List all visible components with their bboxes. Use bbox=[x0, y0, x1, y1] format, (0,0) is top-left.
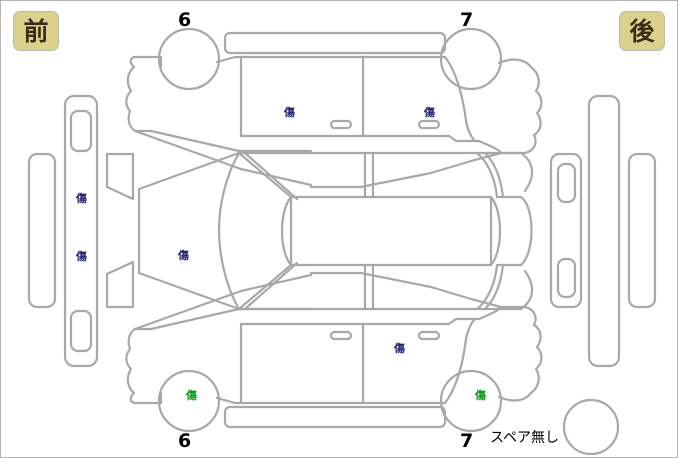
damage-mark-hood: 傷 bbox=[178, 249, 189, 262]
wheel-front-left bbox=[157, 27, 221, 91]
upper-rear-profile bbox=[497, 58, 543, 155]
front-bumper-outline bbox=[27, 152, 57, 309]
front-fender-lower bbox=[105, 260, 135, 309]
spare-tire-circle bbox=[562, 398, 620, 456]
wheel-rear-right bbox=[439, 369, 503, 433]
plan-hood-lower-edge bbox=[137, 271, 313, 311]
rear-lamp-panel bbox=[549, 152, 583, 309]
lower-front-profile bbox=[125, 327, 153, 395]
upper-c-pillar bbox=[443, 55, 477, 143]
lower-upper-body-line bbox=[133, 273, 313, 331]
plan-c-pillar-lower-2 bbox=[483, 263, 505, 311]
plan-roof-right-curve bbox=[489, 195, 501, 267]
spare-tire-note: スペア無し bbox=[490, 430, 560, 446]
upper-rear-lower-line bbox=[309, 151, 503, 189]
wheel-number-front-left: 6 bbox=[178, 9, 192, 31]
wheel-number-rear-left: 6 bbox=[178, 430, 192, 452]
damage-mark-wheel-rear-right: 傷 bbox=[475, 389, 486, 402]
wheel-rear-left bbox=[157, 369, 221, 433]
lower-door-handle-front bbox=[329, 330, 353, 341]
plan-trunk-panel bbox=[495, 195, 533, 267]
lower-rear-profile bbox=[497, 305, 543, 402]
lower-door-handle-rear bbox=[417, 330, 441, 341]
lower-rear-door-base bbox=[447, 317, 481, 326]
plan-rear-deck-lower bbox=[475, 269, 534, 311]
front-lamp-upper bbox=[69, 109, 93, 153]
rear-panel-outline bbox=[587, 94, 621, 368]
lower-c-pillar bbox=[443, 317, 477, 405]
plan-front-round bbox=[217, 151, 241, 311]
front-view-group bbox=[27, 94, 135, 368]
lower-wheelarch-bottom-left bbox=[215, 396, 243, 405]
orientation-badge-front: 前 bbox=[13, 11, 59, 51]
wheel-front-right bbox=[439, 27, 503, 91]
rear-lamp-lower bbox=[556, 257, 577, 299]
damage-mark-front-bumper-lower: 傷 bbox=[76, 250, 87, 263]
lower-roof-rail bbox=[223, 405, 447, 429]
orientation-badge-rear: 後 bbox=[619, 11, 665, 51]
damage-mark-front-bumper-upper: 傷 bbox=[76, 192, 87, 205]
upper-lower-body-line bbox=[133, 129, 313, 187]
plan-a-pillar-lower-2 bbox=[243, 261, 299, 311]
rear-bumper-outline bbox=[627, 152, 657, 309]
lower-hood-line bbox=[149, 307, 313, 331]
upper-door-handle-rear bbox=[417, 119, 441, 130]
plan-view-group bbox=[137, 151, 534, 311]
upper-rear-shoulder bbox=[477, 139, 503, 155]
plan-a-pillar-lower bbox=[237, 263, 293, 311]
lower-side-view-group bbox=[125, 271, 543, 433]
damage-mark-wheel-rear-left: 傷 bbox=[186, 389, 197, 402]
upper-roof-rail bbox=[223, 31, 447, 55]
upper-nose-tip bbox=[129, 55, 163, 69]
front-lamp-lower bbox=[69, 309, 93, 353]
damage-mark-right-rear-door: 傷 bbox=[394, 342, 405, 355]
plan-c-pillar-upper-2 bbox=[483, 151, 505, 199]
upper-front-profile bbox=[125, 65, 153, 133]
upper-rear-door-base bbox=[447, 134, 481, 143]
damage-mark-left-rear-door: 傷 bbox=[424, 106, 435, 119]
upper-door-handle-front bbox=[329, 119, 353, 130]
plan-a-pillar-upper-2 bbox=[243, 151, 299, 201]
plan-c-pillar-upper bbox=[475, 151, 499, 199]
upper-wheelarch-top-left bbox=[215, 55, 243, 64]
lower-rear-upper-line bbox=[309, 271, 503, 309]
upper-side-view-group bbox=[125, 27, 543, 189]
rear-lamp-upper bbox=[556, 162, 577, 204]
front-fender-upper bbox=[105, 152, 135, 201]
plan-roof-panel bbox=[289, 195, 493, 267]
damage-mark-left-front-door: 傷 bbox=[284, 106, 295, 119]
front-panel-outline bbox=[63, 94, 99, 368]
upper-hood-line bbox=[149, 129, 313, 153]
wheel-number-front-right: 7 bbox=[460, 9, 474, 31]
lower-nose-tip bbox=[129, 391, 163, 405]
plan-a-pillar-upper bbox=[237, 151, 293, 199]
plan-rear-deck-upper bbox=[475, 151, 534, 193]
rear-view-group bbox=[549, 94, 657, 368]
plan-c-pillar-lower bbox=[475, 263, 499, 311]
wheel-number-rear-right: 7 bbox=[460, 430, 474, 452]
plan-roof-left-curve bbox=[281, 195, 293, 267]
